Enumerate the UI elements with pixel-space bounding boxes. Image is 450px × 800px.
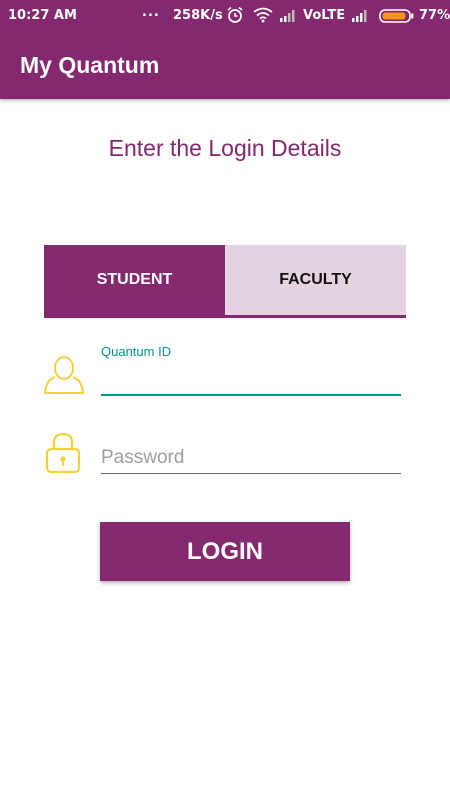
tab-student[interactable]: STUDENT (44, 245, 225, 315)
quantum-id-input[interactable] (101, 364, 401, 396)
lock-icon (45, 431, 81, 480)
login-button[interactable]: LOGIN (100, 522, 350, 581)
status-time: 10:27 AM (8, 8, 77, 23)
network-type: VoLTE (303, 8, 346, 23)
app-title: My Quantum (20, 52, 160, 78)
user-icon (42, 353, 86, 402)
wifi-icon (253, 7, 273, 27)
tab-faculty[interactable]: FACULTY (225, 245, 406, 315)
status-bar: 10:27 AM ... 258K/s VoLTE (0, 0, 450, 32)
password-input[interactable] (101, 442, 401, 474)
battery-icon (379, 9, 415, 27)
battery-percent: 77% (419, 8, 450, 23)
alarm-icon (226, 6, 244, 28)
signal-icon (351, 9, 369, 26)
user-type-tabs: STUDENT FACULTY (44, 245, 406, 318)
quantum-id-label: Quantum ID (101, 344, 172, 359)
notification-dots: ... (142, 5, 160, 20)
login-heading: Enter the Login Details (108, 135, 342, 161)
signal-icon (279, 9, 297, 26)
network-speed: 258K/s (173, 8, 223, 23)
app-bar: My Quantum (0, 32, 450, 99)
